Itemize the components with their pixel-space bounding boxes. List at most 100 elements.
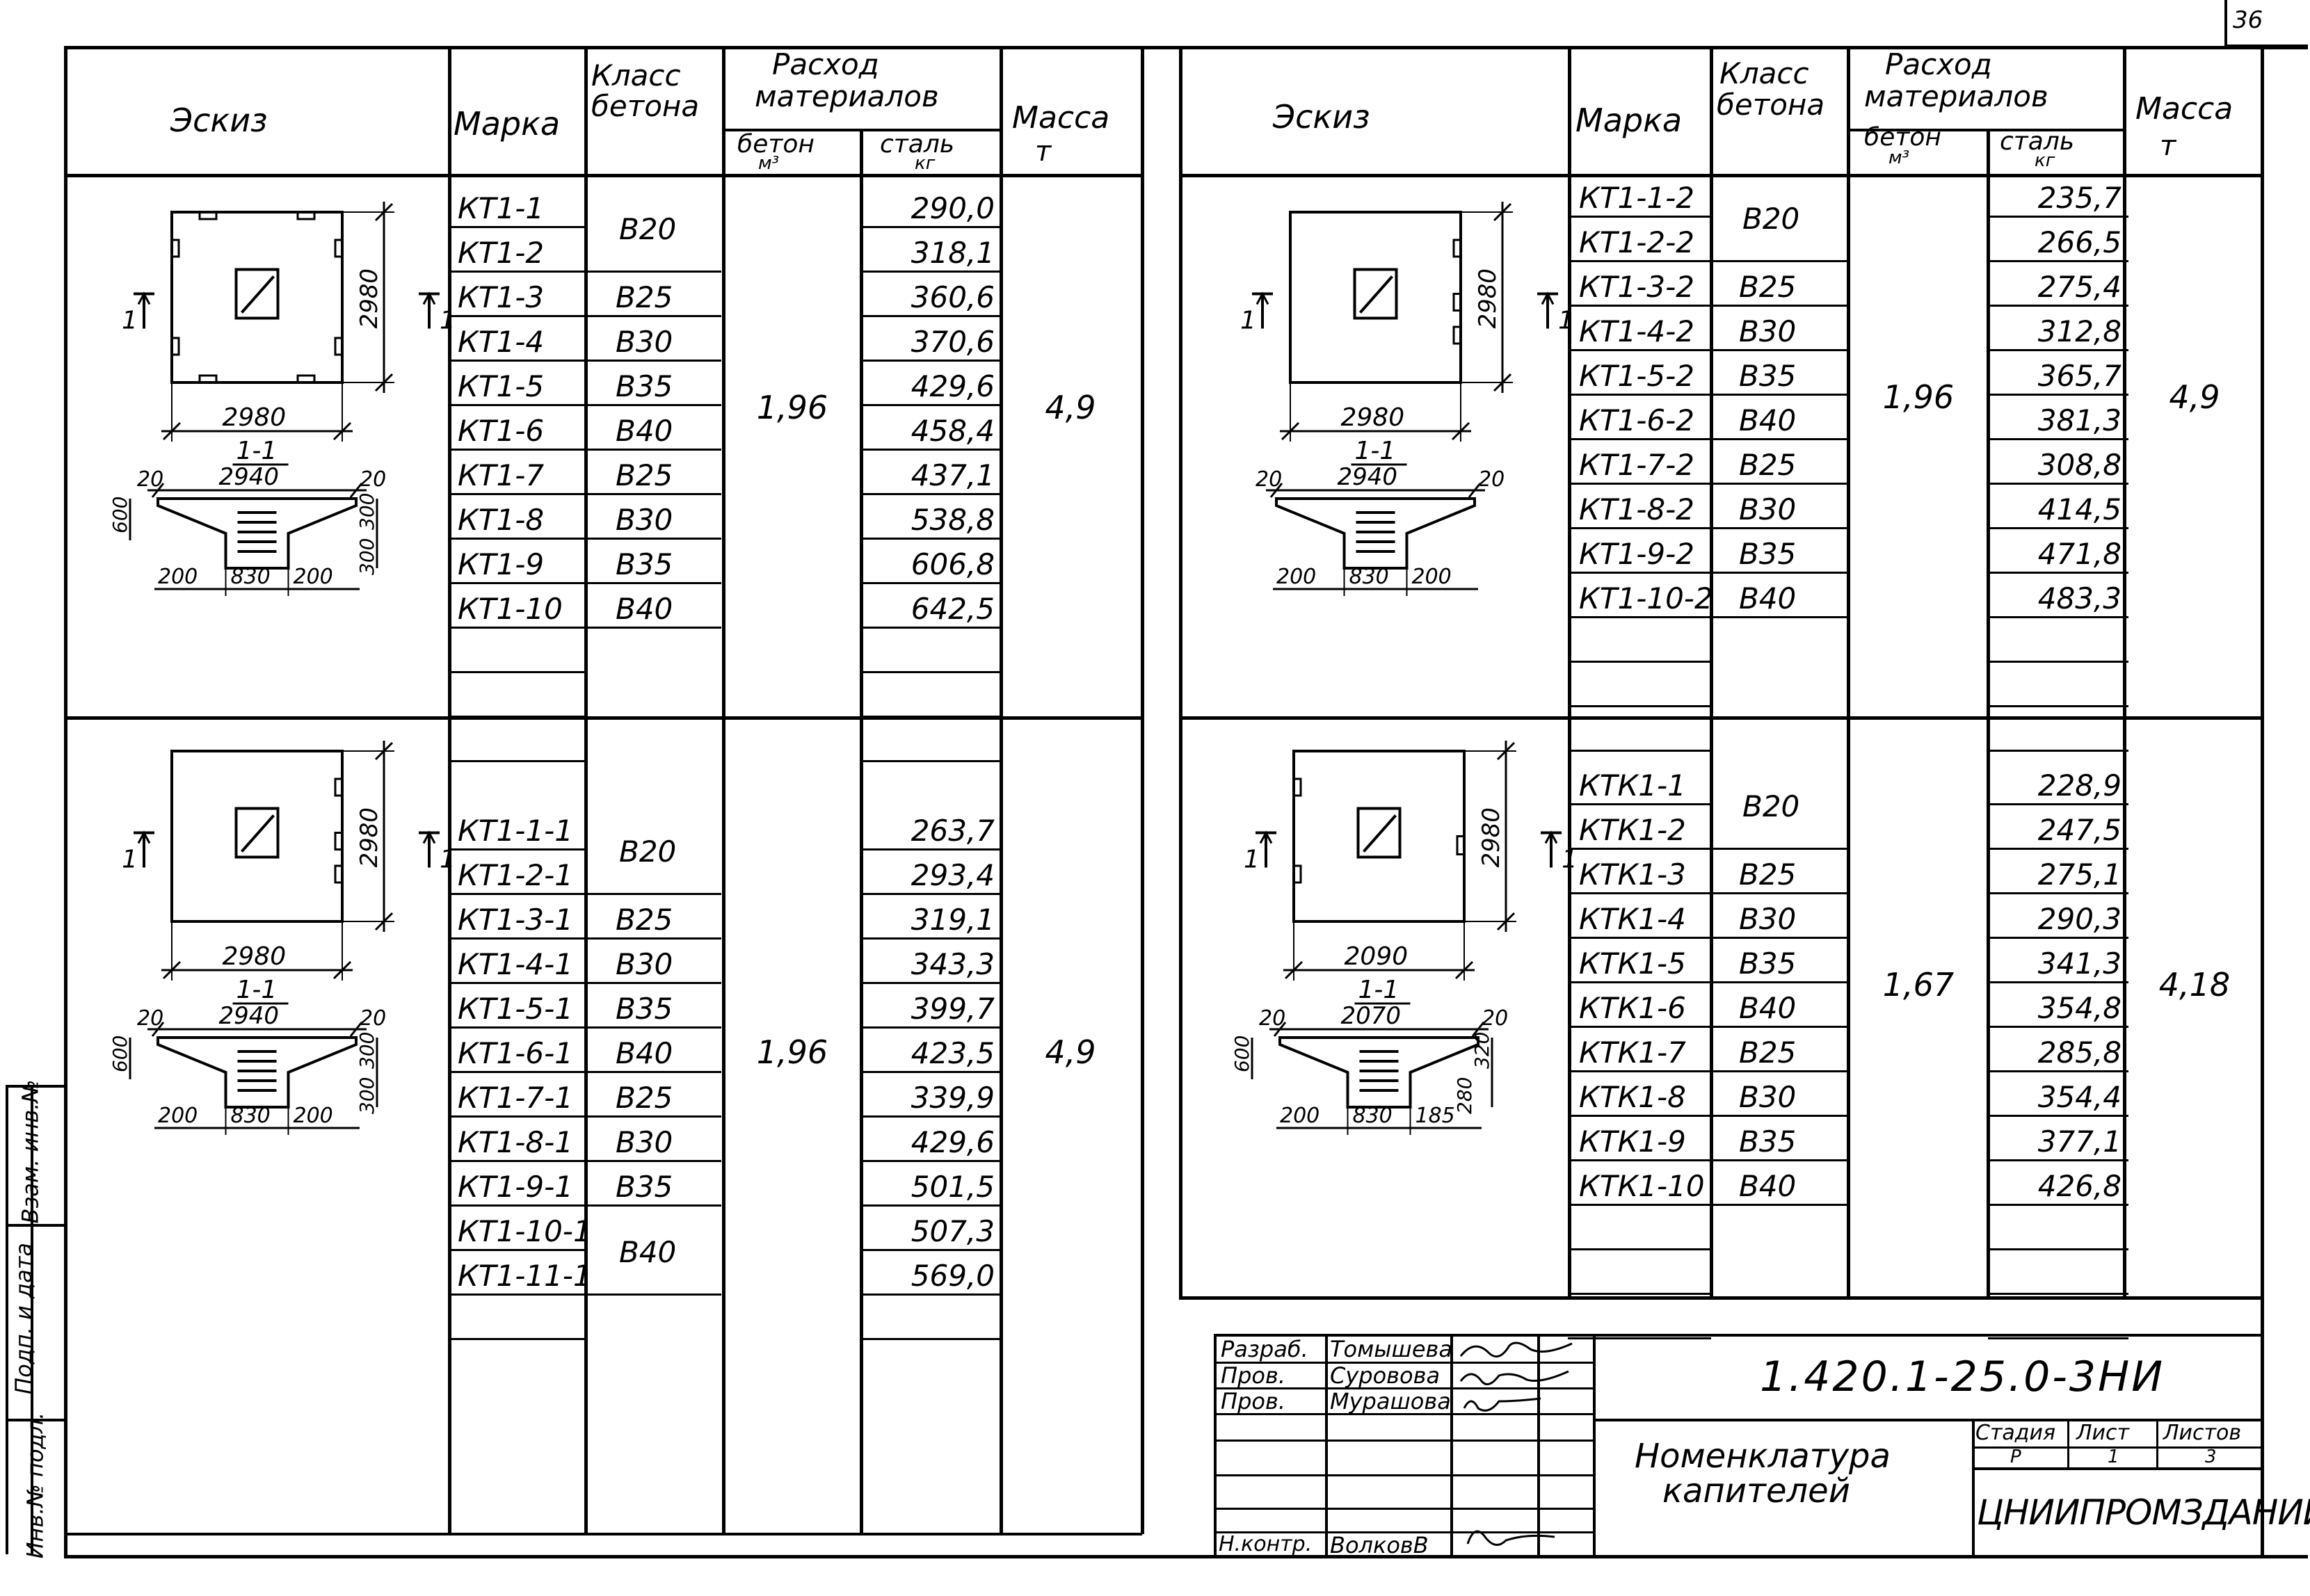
row-line	[448, 848, 588, 851]
row-line	[448, 1249, 588, 1251]
cell-class: В40	[1739, 991, 1797, 1025]
row-line	[588, 893, 721, 895]
row-line	[1568, 1026, 1711, 1028]
row-line	[1711, 1115, 1847, 1117]
cut-label-right: 1	[1558, 307, 1574, 335]
row-line	[448, 1160, 588, 1162]
cell-steel: 414,5	[2037, 492, 2121, 526]
cell-class: В25	[616, 458, 673, 492]
hdr-class-right-1: Класс	[1719, 56, 1809, 90]
row-line	[1568, 305, 1711, 307]
cut-label-left: 1	[1244, 846, 1260, 874]
hdr-class-left-2: бетона	[591, 89, 700, 123]
hdr-sketch-left: Эскиз	[170, 102, 268, 139]
embed-plate	[198, 374, 218, 384]
row-line	[861, 760, 1002, 762]
row-line	[1711, 1070, 1847, 1072]
cell-class: В35	[616, 369, 673, 403]
dim-bottom-left: 200	[158, 565, 198, 589]
cell-mark: КТ1-10-2	[1579, 581, 1713, 615]
cell-mark: КТ1-7-2	[1579, 448, 1694, 482]
cell-steel: 308,8	[2037, 448, 2121, 482]
dim-300-top: 300	[355, 493, 378, 530]
embed-plate	[1456, 835, 1466, 855]
row-line	[588, 1026, 721, 1029]
row-line	[588, 360, 721, 362]
cell-class: В25	[1739, 270, 1797, 304]
cell-steel: 569,0	[911, 1259, 995, 1293]
row-line	[1711, 349, 1847, 351]
cell-concrete: 1,96	[1882, 378, 1955, 416]
cell-concrete: 1,96	[756, 389, 828, 426]
cell-mark: КТК1-2	[1579, 813, 1686, 847]
cell-steel: 377,1	[2037, 1125, 2121, 1159]
row-line	[448, 315, 588, 317]
row-line	[861, 893, 1002, 895]
cell-concrete: 1,67	[1882, 966, 1955, 1003]
cell-mark: КТ1-3	[458, 280, 545, 314]
row-line	[861, 1071, 1002, 1073]
plan-hole	[234, 268, 280, 320]
cell-class: В30	[616, 947, 673, 981]
cell-mark: КТК1-1	[1579, 768, 1686, 803]
cell-mass: 4,18	[2158, 966, 2231, 1003]
embed-plate	[1292, 777, 1302, 797]
row-line	[448, 1338, 588, 1340]
row-line	[588, 1160, 721, 1162]
row-line	[1988, 848, 2128, 850]
row-line	[861, 582, 1002, 584]
cell-steel: 360,6	[911, 280, 995, 314]
row-line	[1988, 661, 2128, 663]
dim-20-right: 20	[360, 467, 386, 492]
cell-mark: КТ1-8	[458, 503, 545, 537]
row-line	[1568, 1293, 1711, 1295]
row-line	[1568, 483, 1711, 485]
dim-600: 600	[1230, 1035, 1253, 1072]
cut-label-right: 1	[440, 846, 456, 874]
cell-class: В40	[1739, 581, 1797, 615]
section-title: 1-1	[236, 976, 278, 1004]
row-line	[448, 671, 588, 673]
cell-steel: 429,6	[911, 1125, 995, 1159]
sketch-line	[1471, 1022, 1485, 1037]
tb-title-2: капителей	[1662, 1472, 1850, 1510]
cell-class: В30	[616, 325, 673, 359]
cell-steel: 429,6	[911, 369, 995, 403]
cut-arrow	[137, 291, 151, 305]
cell-steel: 235,7	[2037, 181, 2121, 215]
cell-mark: КТК1-7	[1579, 1035, 1686, 1070]
cell-class: В25	[616, 280, 673, 314]
dim-section-top: 2070	[1341, 1002, 1402, 1030]
plan-hole	[1353, 268, 1398, 320]
row-line	[861, 360, 1002, 362]
cell-mark: КТ1-5-1	[458, 992, 573, 1026]
embed-plate	[1292, 864, 1302, 884]
cell-steel: 437,1	[911, 458, 995, 492]
cell-steel: 354,8	[2037, 991, 2121, 1025]
sketch-line	[1269, 483, 1283, 498]
row-line	[588, 1204, 721, 1207]
row-line	[448, 449, 588, 451]
plan-outline	[170, 211, 344, 384]
row-line	[1711, 394, 1847, 396]
tb-name-1: Суровова	[1330, 1362, 1441, 1389]
row-line	[1988, 981, 2128, 983]
sketch-line	[374, 202, 394, 222]
sketch-line	[374, 373, 394, 392]
dim-20-right: 20	[360, 1006, 386, 1031]
dim-300-bottom: 300	[355, 1077, 378, 1114]
cut-arrow	[137, 830, 151, 844]
cell-mark: КТ1-4-2	[1579, 314, 1694, 348]
row-line	[1988, 305, 2128, 307]
row-line	[448, 404, 588, 406]
dim-section-top: 2940	[219, 1002, 280, 1030]
hdr-mark-left: Марка	[454, 105, 561, 143]
dim-vertical: 2980	[1477, 807, 1505, 868]
hdr-concrete-left-2: м³	[758, 153, 780, 174]
dim-horizontal: 2980	[223, 942, 287, 971]
row-line	[1988, 705, 2128, 707]
cut-arrow	[1544, 830, 1558, 844]
